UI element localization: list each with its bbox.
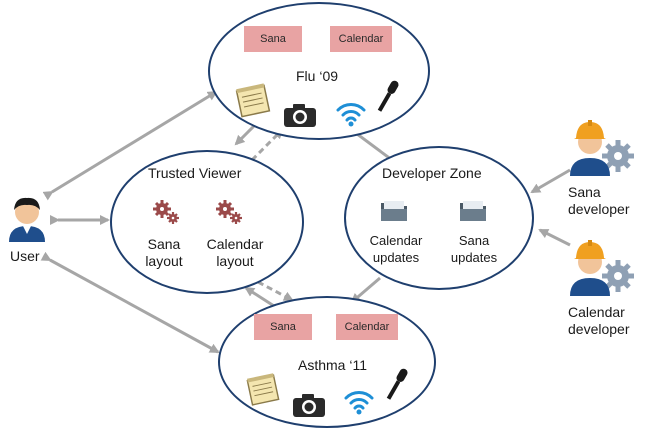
wifi-icon — [344, 391, 374, 415]
sana-layout-gears-icon — [153, 200, 179, 224]
developer-zone-title: Developer Zone — [382, 165, 482, 181]
camera-icon — [293, 394, 325, 417]
flu-study-title: Flu ‘09 — [296, 68, 339, 84]
flu-sana-app[interactable]: Sana — [244, 26, 302, 52]
arrow-trusted-viewer-asthma — [257, 280, 294, 302]
microphone-icon — [377, 80, 399, 112]
sana-developer-label: Sana developer — [568, 184, 630, 217]
wifi-icon — [336, 103, 366, 127]
arrow-asthma-trusted-viewer — [244, 286, 275, 308]
developer-zone-ellipse — [344, 146, 534, 290]
flu-calendar-app[interactable]: Calendar — [330, 26, 392, 52]
user-label: User — [10, 248, 40, 264]
calendar-developer-avatar-icon — [570, 240, 634, 296]
calendar-layout-label: Calendar layout — [206, 236, 264, 269]
sana-updates-label: Sana updates — [450, 233, 498, 265]
notepad-icon — [246, 373, 280, 406]
calendar-developer-label: Calendar developer — [568, 304, 630, 337]
trusted-viewer-title: Trusted Viewer — [148, 165, 242, 181]
calendar-updates-folder-icon — [381, 201, 407, 221]
arrow-user-flu — [42, 90, 218, 201]
trusted-viewer-ellipse — [110, 150, 304, 294]
asthma-calendar-app[interactable]: Calendar — [336, 314, 398, 340]
microphone-icon — [386, 368, 408, 400]
sana-updates-folder-icon — [460, 201, 486, 221]
user-avatar-icon — [9, 197, 45, 242]
camera-icon — [284, 104, 316, 127]
arrow-calendardev-devzone — [538, 228, 571, 247]
calendar-updates-label: Calendar updates — [369, 233, 423, 265]
calendar-layout-gears-icon — [216, 200, 242, 224]
flu-study-ellipse — [208, 2, 430, 140]
asthma-study-title: Asthma ‘11 — [298, 357, 367, 373]
notepad-icon — [235, 83, 271, 118]
arrow-sanadev-devzone — [530, 168, 571, 194]
arrow-user-asthma — [40, 251, 220, 354]
sana-layout-label: Sana layout — [145, 236, 183, 269]
sana-developer-avatar-icon — [570, 120, 634, 176]
asthma-sana-app[interactable]: Sana — [254, 314, 312, 340]
